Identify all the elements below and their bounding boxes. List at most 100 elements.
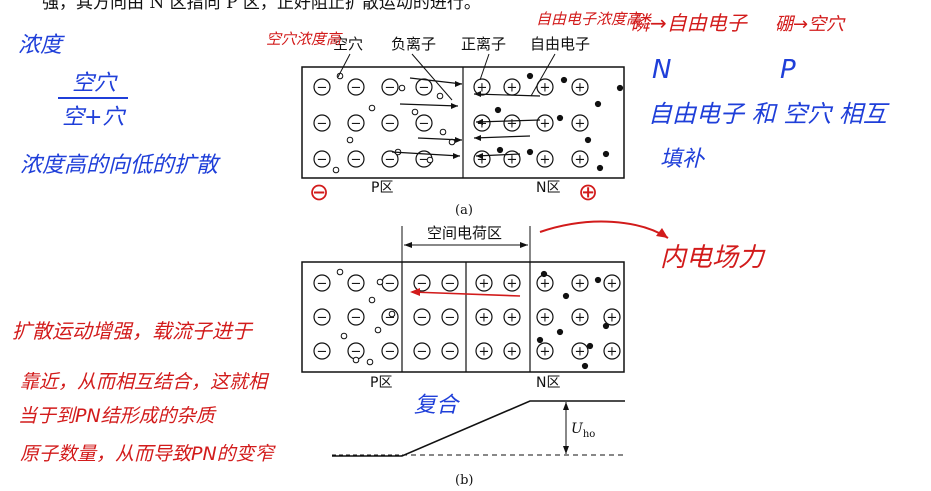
fig-a-p-label: P区 [371, 180, 393, 196]
negative-ion [413, 274, 431, 292]
electron-diffusion-arrow-head [476, 153, 483, 159]
note-line-3: 当于到PN结形成的杂质 [18, 405, 218, 427]
note-p-sign: ⊖ [309, 178, 329, 206]
figure-a: −−−−−−−−−−−−++++++++++++ 空穴 负离子 正离子 自由电子… [301, 35, 625, 218]
negative-ion [313, 78, 331, 96]
positive-ion-sign: + [507, 117, 518, 132]
positive-ion-sign: + [479, 277, 490, 292]
positive-ion-sign: + [540, 117, 551, 132]
negative-ion-sign: − [351, 117, 362, 132]
electron-diffusion-arrow [473, 135, 531, 139]
positive-ion-sign: + [575, 153, 586, 168]
free-electron [556, 114, 564, 122]
electron-diffusion-arrow-head [474, 91, 481, 97]
hole [340, 332, 348, 340]
positive-ion [571, 342, 589, 360]
negative-ion [381, 342, 399, 360]
negative-ion-sign: − [445, 311, 456, 326]
positive-ion-sign: + [540, 153, 551, 168]
positive-ion-sign: + [507, 81, 518, 96]
free-electron [526, 72, 534, 80]
negative-ion-sign: − [385, 345, 396, 360]
positive-ion [503, 114, 521, 132]
hole-diffusion-arrow-head [453, 153, 460, 159]
fig-b-ions: −−−−−−−−−−−−−−−+++++++++++++++ [313, 274, 621, 360]
note-concentration: 浓度 [18, 33, 65, 58]
positive-ion [503, 274, 521, 292]
electron-diffusion-arrow [475, 153, 521, 157]
negative-ion-sign: − [445, 345, 456, 360]
hole-diffusion-arrow [399, 103, 459, 107]
positive-ion-sign: + [607, 277, 618, 292]
negative-ion [381, 114, 399, 132]
field-curve-arrow [539, 220, 669, 239]
free-electron [540, 270, 548, 278]
hole [346, 136, 354, 144]
hole [376, 278, 384, 286]
hole [411, 108, 419, 116]
red-annotations: 空穴浓度高 自由电子浓度高 磷→自由电子 硼→空穴 ⊖ ⊕ 内电场力 扩散运动增… [12, 10, 846, 465]
positive-ion-sign: + [575, 345, 586, 360]
fig-b-n-label: N区 [536, 375, 560, 391]
electron-diffusion-arrow-head [476, 119, 483, 125]
negative-ion [347, 150, 365, 168]
hole [426, 156, 434, 164]
negative-ion [381, 150, 399, 168]
uho-arrow-top [563, 402, 569, 410]
hole [368, 296, 376, 304]
negative-ion-sign: − [419, 153, 430, 168]
note-phos-letter: N [652, 55, 671, 85]
positive-ion [475, 274, 493, 292]
free-electron [594, 100, 602, 108]
positive-ion [603, 308, 621, 326]
fig-a-caption: (a) [455, 203, 473, 218]
positive-ion [536, 78, 554, 96]
field-inner-arrowhead [410, 288, 420, 296]
positive-ion [475, 342, 493, 360]
free-electron [616, 84, 624, 92]
negative-ion [347, 308, 365, 326]
electron-diffusion-arrow [475, 119, 541, 123]
negative-ion-sign: − [417, 311, 428, 326]
note-fraction-top: 空穴 [72, 71, 118, 96]
positive-ion [571, 114, 589, 132]
note-fraction-bottom: 空+穴 [62, 105, 126, 130]
negative-ion [347, 114, 365, 132]
negative-ion-sign: − [385, 153, 396, 168]
positive-ion-sign: + [575, 311, 586, 326]
positive-ion [536, 342, 554, 360]
negative-ion-sign: − [351, 81, 362, 96]
note-concentration-line: 浓度高的向低的扩散 [20, 153, 221, 178]
leader-hole [337, 53, 351, 78]
negative-ion-sign: − [317, 311, 328, 326]
hole [336, 268, 344, 276]
hole [332, 166, 340, 174]
positive-ion [503, 342, 521, 360]
free-electron [494, 106, 502, 114]
negative-ion [313, 274, 331, 292]
note-line-1: 扩散运动增强，载流子进于 [12, 319, 254, 343]
free-electron [581, 362, 589, 370]
negative-ion [313, 150, 331, 168]
free-electron [596, 164, 604, 172]
positive-ion [503, 308, 521, 326]
free-electron [594, 276, 602, 284]
uho-arrow-bottom [563, 446, 569, 454]
figure-b: 空间电荷区 −−−−−−−−−−−−−−−+++++++++++++++ P区 … [301, 223, 625, 488]
note-line-4: 原子数量，从而导致PN的变窄 [20, 443, 277, 465]
field-inner-arrow [411, 291, 521, 297]
uho-label: Uho [571, 421, 595, 440]
positive-ion [473, 78, 491, 96]
dim-arrow-left [404, 242, 412, 248]
positive-ion [536, 114, 554, 132]
space-charge-label: 空间电荷区 [427, 224, 502, 242]
electron-diffusion-arrow [473, 93, 541, 97]
label-hole: 空穴 [333, 35, 363, 53]
free-electron [560, 76, 568, 84]
negative-ion [415, 78, 433, 96]
electron-diffusion-arrow-head [474, 135, 481, 141]
positive-ion [475, 308, 493, 326]
negative-ion-sign: − [351, 153, 362, 168]
free-electron [496, 146, 504, 154]
